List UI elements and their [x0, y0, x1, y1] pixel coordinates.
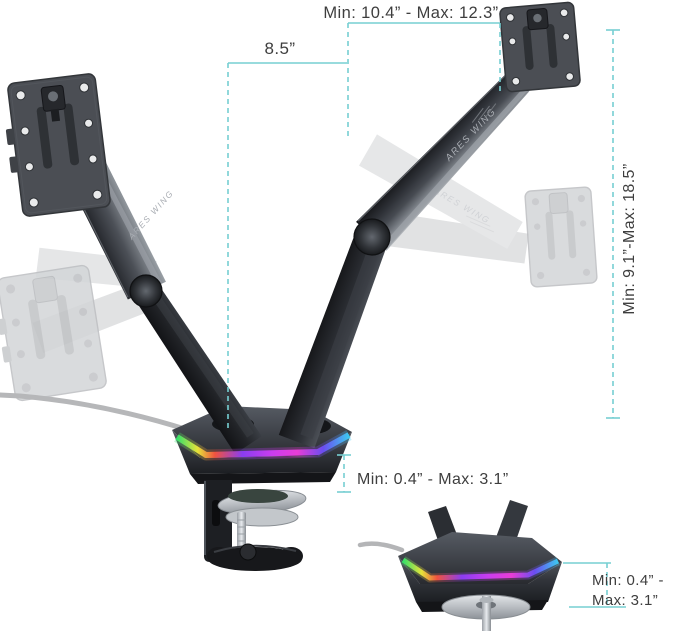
lower-arm-right: [278, 231, 388, 449]
brand-text-left-arm: ARES WING: [125, 188, 175, 242]
vesa-slot: [546, 24, 558, 68]
vesa-plate-right: [499, 1, 581, 93]
dimension-lines: [227, 22, 626, 608]
desk-clamp: [204, 480, 307, 571]
horizontal-range-label: Min: 10.4” - Max: 12.3”: [323, 4, 498, 22]
ghost-arm-right-low: [377, 211, 529, 264]
height-range-label: Min: 9.1”-Max: 18.5”: [621, 163, 638, 314]
clamp-knob: [208, 547, 302, 571]
inset-cable: [357, 541, 405, 553]
vesa-slot: [36, 106, 53, 169]
ghost-vesa-plate-left: [0, 264, 107, 402]
ghost-arm-right-mid: [359, 134, 523, 249]
inset-base-front: [398, 556, 562, 602]
rgb-light-strip: [175, 432, 351, 458]
lower-arm-left: [134, 283, 262, 454]
gas-spring-joint-right: [353, 218, 391, 256]
base-front-face: [172, 430, 352, 474]
clamp-range-label: Min: 0.4” - Max: 3.1”: [357, 471, 509, 488]
vesa-slot: [522, 26, 534, 70]
upper-arm-right: ARES WING: [356, 69, 532, 251]
clamp-pad: [228, 489, 288, 503]
vesa-plate-left: [5, 73, 111, 217]
grommet-mount-inset: [357, 500, 562, 631]
grommet-range-label-line1: Min: 0.4” -: [592, 572, 664, 589]
grommet-range-label-line2: Max: 3.1”: [592, 592, 658, 609]
inset-rgb-strip: [401, 557, 560, 581]
power-cable: [0, 392, 191, 433]
gas-spring-joint-left: [129, 274, 163, 308]
vesa-slot: [63, 103, 80, 166]
grommet-rod: [482, 596, 491, 631]
ghost-vesa-plate-right: [524, 186, 598, 288]
arm-length-label: 8.5”: [265, 39, 296, 58]
